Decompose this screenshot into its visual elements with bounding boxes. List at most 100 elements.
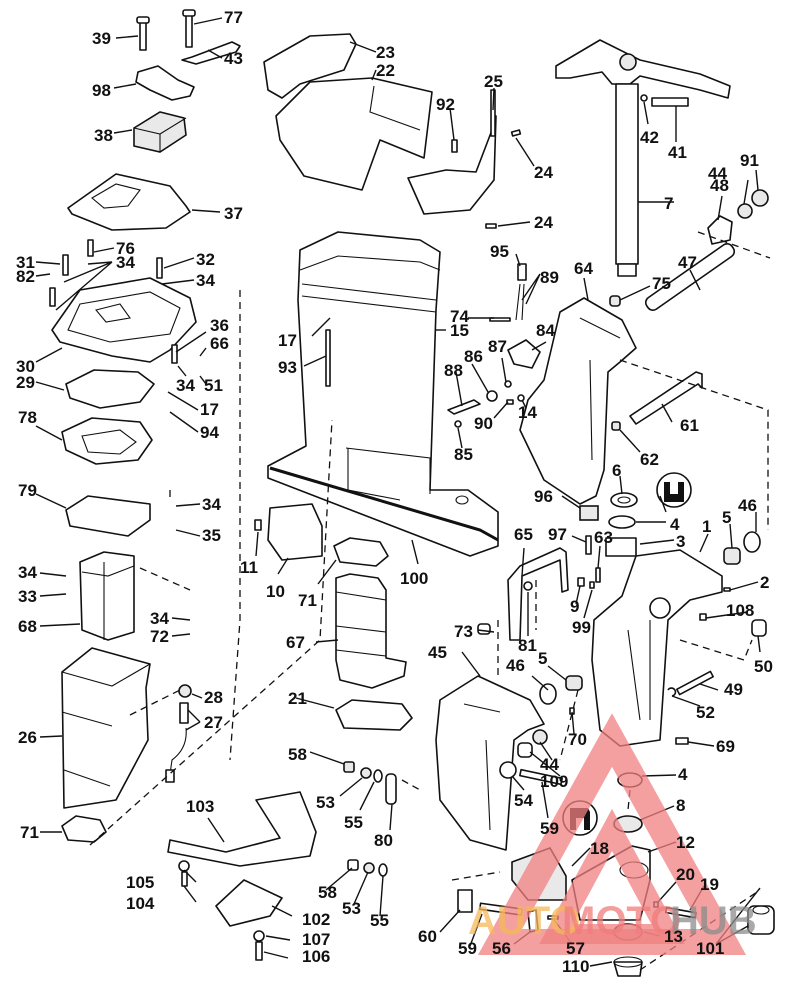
callout-45: 45: [428, 643, 447, 662]
callout-82: 82: [16, 267, 35, 286]
washer-99: [589, 581, 595, 589]
callout-34: 34: [150, 609, 169, 628]
callout-75: 75: [652, 274, 671, 293]
callout-18: 18: [590, 839, 609, 858]
bolt-106: [255, 941, 263, 961]
washer-55a: [373, 769, 383, 783]
callout-19: 19: [700, 875, 719, 894]
swivel-bracket-64: [519, 297, 637, 505]
cover-25: [407, 89, 497, 215]
cowl-22: [275, 77, 433, 191]
callout-11: 11: [240, 558, 258, 577]
callout-56: 56: [492, 939, 511, 958]
callout-52: 52: [696, 703, 715, 722]
callout-93: 93: [278, 358, 297, 377]
callout-55: 55: [370, 911, 389, 930]
callout-58: 58: [288, 745, 307, 764]
callout-110: 110: [562, 957, 589, 976]
callout-76: 76: [116, 239, 135, 258]
clip-52: [667, 687, 677, 697]
callout-17: 17: [200, 400, 219, 419]
callout-81: 81: [518, 636, 537, 655]
callout-46: 46: [506, 656, 525, 675]
bushing-101: [747, 905, 775, 935]
screw-104: [181, 871, 188, 887]
gasket-71: [61, 815, 107, 843]
nut-44a: [737, 203, 753, 219]
callout-89: 89: [540, 268, 559, 287]
callout-42: 42: [640, 128, 659, 147]
callout-35: 35: [202, 526, 221, 545]
callout-24: 24: [534, 213, 553, 232]
bushing-109: [517, 742, 533, 758]
nut-44b: [532, 729, 548, 745]
bushing-50: [751, 619, 767, 637]
screw-90: [506, 399, 514, 405]
block-96: [579, 505, 599, 521]
callout-46: 46: [738, 496, 757, 515]
callout-74: 74: [450, 307, 469, 326]
callout-69: 69: [716, 737, 735, 756]
callout-95: 95: [490, 242, 509, 261]
assembly-line: [619, 359, 769, 530]
callout-60: 60: [418, 927, 437, 946]
lever-88: [447, 399, 481, 415]
bolt-39: [136, 16, 150, 51]
bushing-62: [611, 421, 621, 431]
callout-97: 97: [548, 525, 567, 544]
callout-51: 51: [204, 376, 223, 395]
assembly-line: [697, 231, 771, 259]
watermark-text-moto: MOTO: [562, 899, 681, 943]
callout-90: 90: [474, 414, 493, 433]
screw-97: [585, 535, 592, 555]
callout-38: 38: [94, 126, 113, 145]
callout-50: 50: [754, 657, 773, 676]
cup-110: [613, 956, 643, 977]
pin-2: [723, 587, 731, 592]
callout-59: 59: [458, 939, 477, 958]
link-80: [385, 773, 397, 805]
callout-26: 26: [18, 728, 37, 747]
bushing-58b: [347, 859, 359, 871]
screw-24a: [510, 129, 522, 137]
callout-5: 5: [538, 649, 547, 668]
spring-63: [595, 567, 601, 583]
callout-79: 79: [18, 481, 37, 500]
bolt-76: [87, 239, 94, 257]
callout-31: 31: [16, 253, 35, 272]
callout-1: 1: [702, 517, 711, 536]
washer-46a: [743, 531, 761, 553]
nut-91: [751, 189, 769, 207]
washer-6: [610, 492, 638, 508]
callout-84: 84: [536, 321, 555, 340]
callout-71: 71: [298, 591, 317, 610]
cover-98: [135, 65, 195, 101]
callout-109: 109: [540, 772, 568, 791]
exhaust-housing-26: [61, 647, 151, 809]
callout-43: 43: [224, 49, 243, 68]
callout-87: 87: [488, 337, 507, 356]
callout-21: 21: [288, 689, 307, 708]
callout-13: 13: [664, 927, 683, 946]
callout-99: 99: [572, 618, 591, 637]
callout-62: 62: [640, 450, 659, 469]
gasket-79: [65, 495, 151, 537]
callout-63: 63: [594, 528, 613, 547]
callout-104: 104: [126, 894, 155, 913]
washer-42: [640, 94, 648, 102]
wire-89: [515, 283, 525, 321]
callout-15: 15: [450, 321, 469, 340]
callout-3: 3: [676, 532, 685, 551]
callout-68: 68: [18, 617, 37, 636]
screw-92: [451, 139, 458, 153]
washer-87: [504, 380, 512, 388]
callout-86: 86: [464, 347, 483, 366]
assembly-line: [679, 639, 753, 661]
callout-101: 101: [696, 939, 724, 958]
callout-96: 96: [534, 487, 553, 506]
washer-54: [499, 761, 517, 779]
bracket-102: [215, 879, 283, 927]
callout-103: 103: [186, 797, 214, 816]
callout-8: 8: [676, 796, 685, 815]
callout-34: 34: [176, 376, 195, 395]
